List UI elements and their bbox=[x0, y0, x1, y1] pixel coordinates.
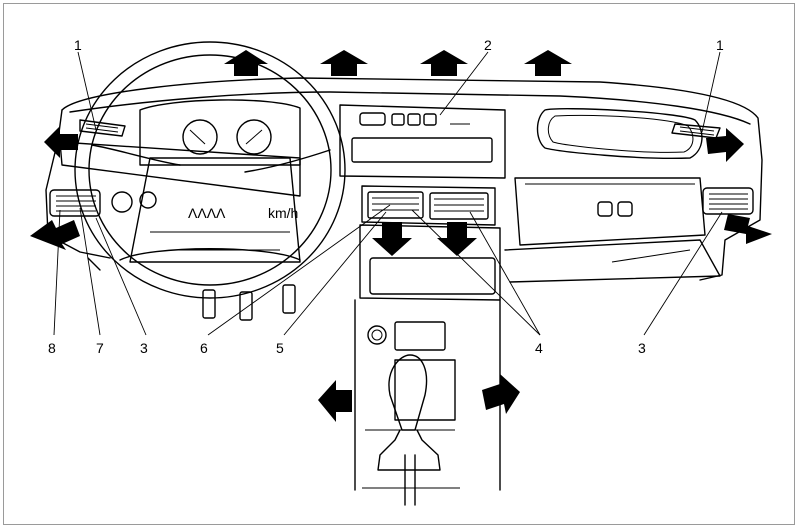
callout-4: 4 bbox=[535, 340, 543, 356]
arrow-up-4 bbox=[524, 50, 572, 76]
arrow-center-down-2 bbox=[437, 222, 477, 256]
arrow-up-1 bbox=[224, 50, 268, 76]
arrow-right-lower bbox=[724, 214, 772, 244]
lower-column bbox=[87, 257, 296, 321]
cluster-label-left: ΛΛΛΛ bbox=[188, 205, 226, 221]
callout-7: 7 bbox=[96, 340, 104, 356]
callouts: 1 1 2 3 3 4 5 6 7 8 bbox=[48, 37, 724, 356]
callout-8: 8 bbox=[48, 340, 56, 356]
arrow-floor-left bbox=[318, 380, 352, 422]
callout-3-right: 3 bbox=[638, 340, 646, 356]
callout-6: 6 bbox=[200, 340, 208, 356]
arrow-center-down-1 bbox=[372, 222, 412, 256]
steering-wheel bbox=[74, 41, 346, 299]
arrow-up-3 bbox=[420, 50, 468, 76]
airflow-arrows bbox=[30, 50, 772, 422]
arrow-left-upper bbox=[44, 126, 78, 158]
callout-1-left: 1 bbox=[74, 37, 82, 53]
cluster-label-right: km/h bbox=[268, 205, 298, 221]
arrow-floor-right bbox=[482, 374, 520, 414]
arrow-right-upper bbox=[706, 128, 744, 162]
left-vents bbox=[49, 119, 157, 217]
gear-lever bbox=[362, 354, 460, 506]
arrow-left-lower bbox=[30, 220, 80, 250]
leader-lines bbox=[53, 51, 723, 336]
center-console bbox=[339, 104, 506, 491]
arrow-up-2 bbox=[320, 50, 368, 76]
callout-5: 5 bbox=[276, 340, 284, 356]
callout-3-left: 3 bbox=[140, 340, 148, 356]
callout-2: 2 bbox=[484, 37, 492, 53]
callout-1-right: 1 bbox=[716, 37, 724, 53]
instrument-cluster: ΛΛΛΛ km/h bbox=[59, 99, 301, 263]
